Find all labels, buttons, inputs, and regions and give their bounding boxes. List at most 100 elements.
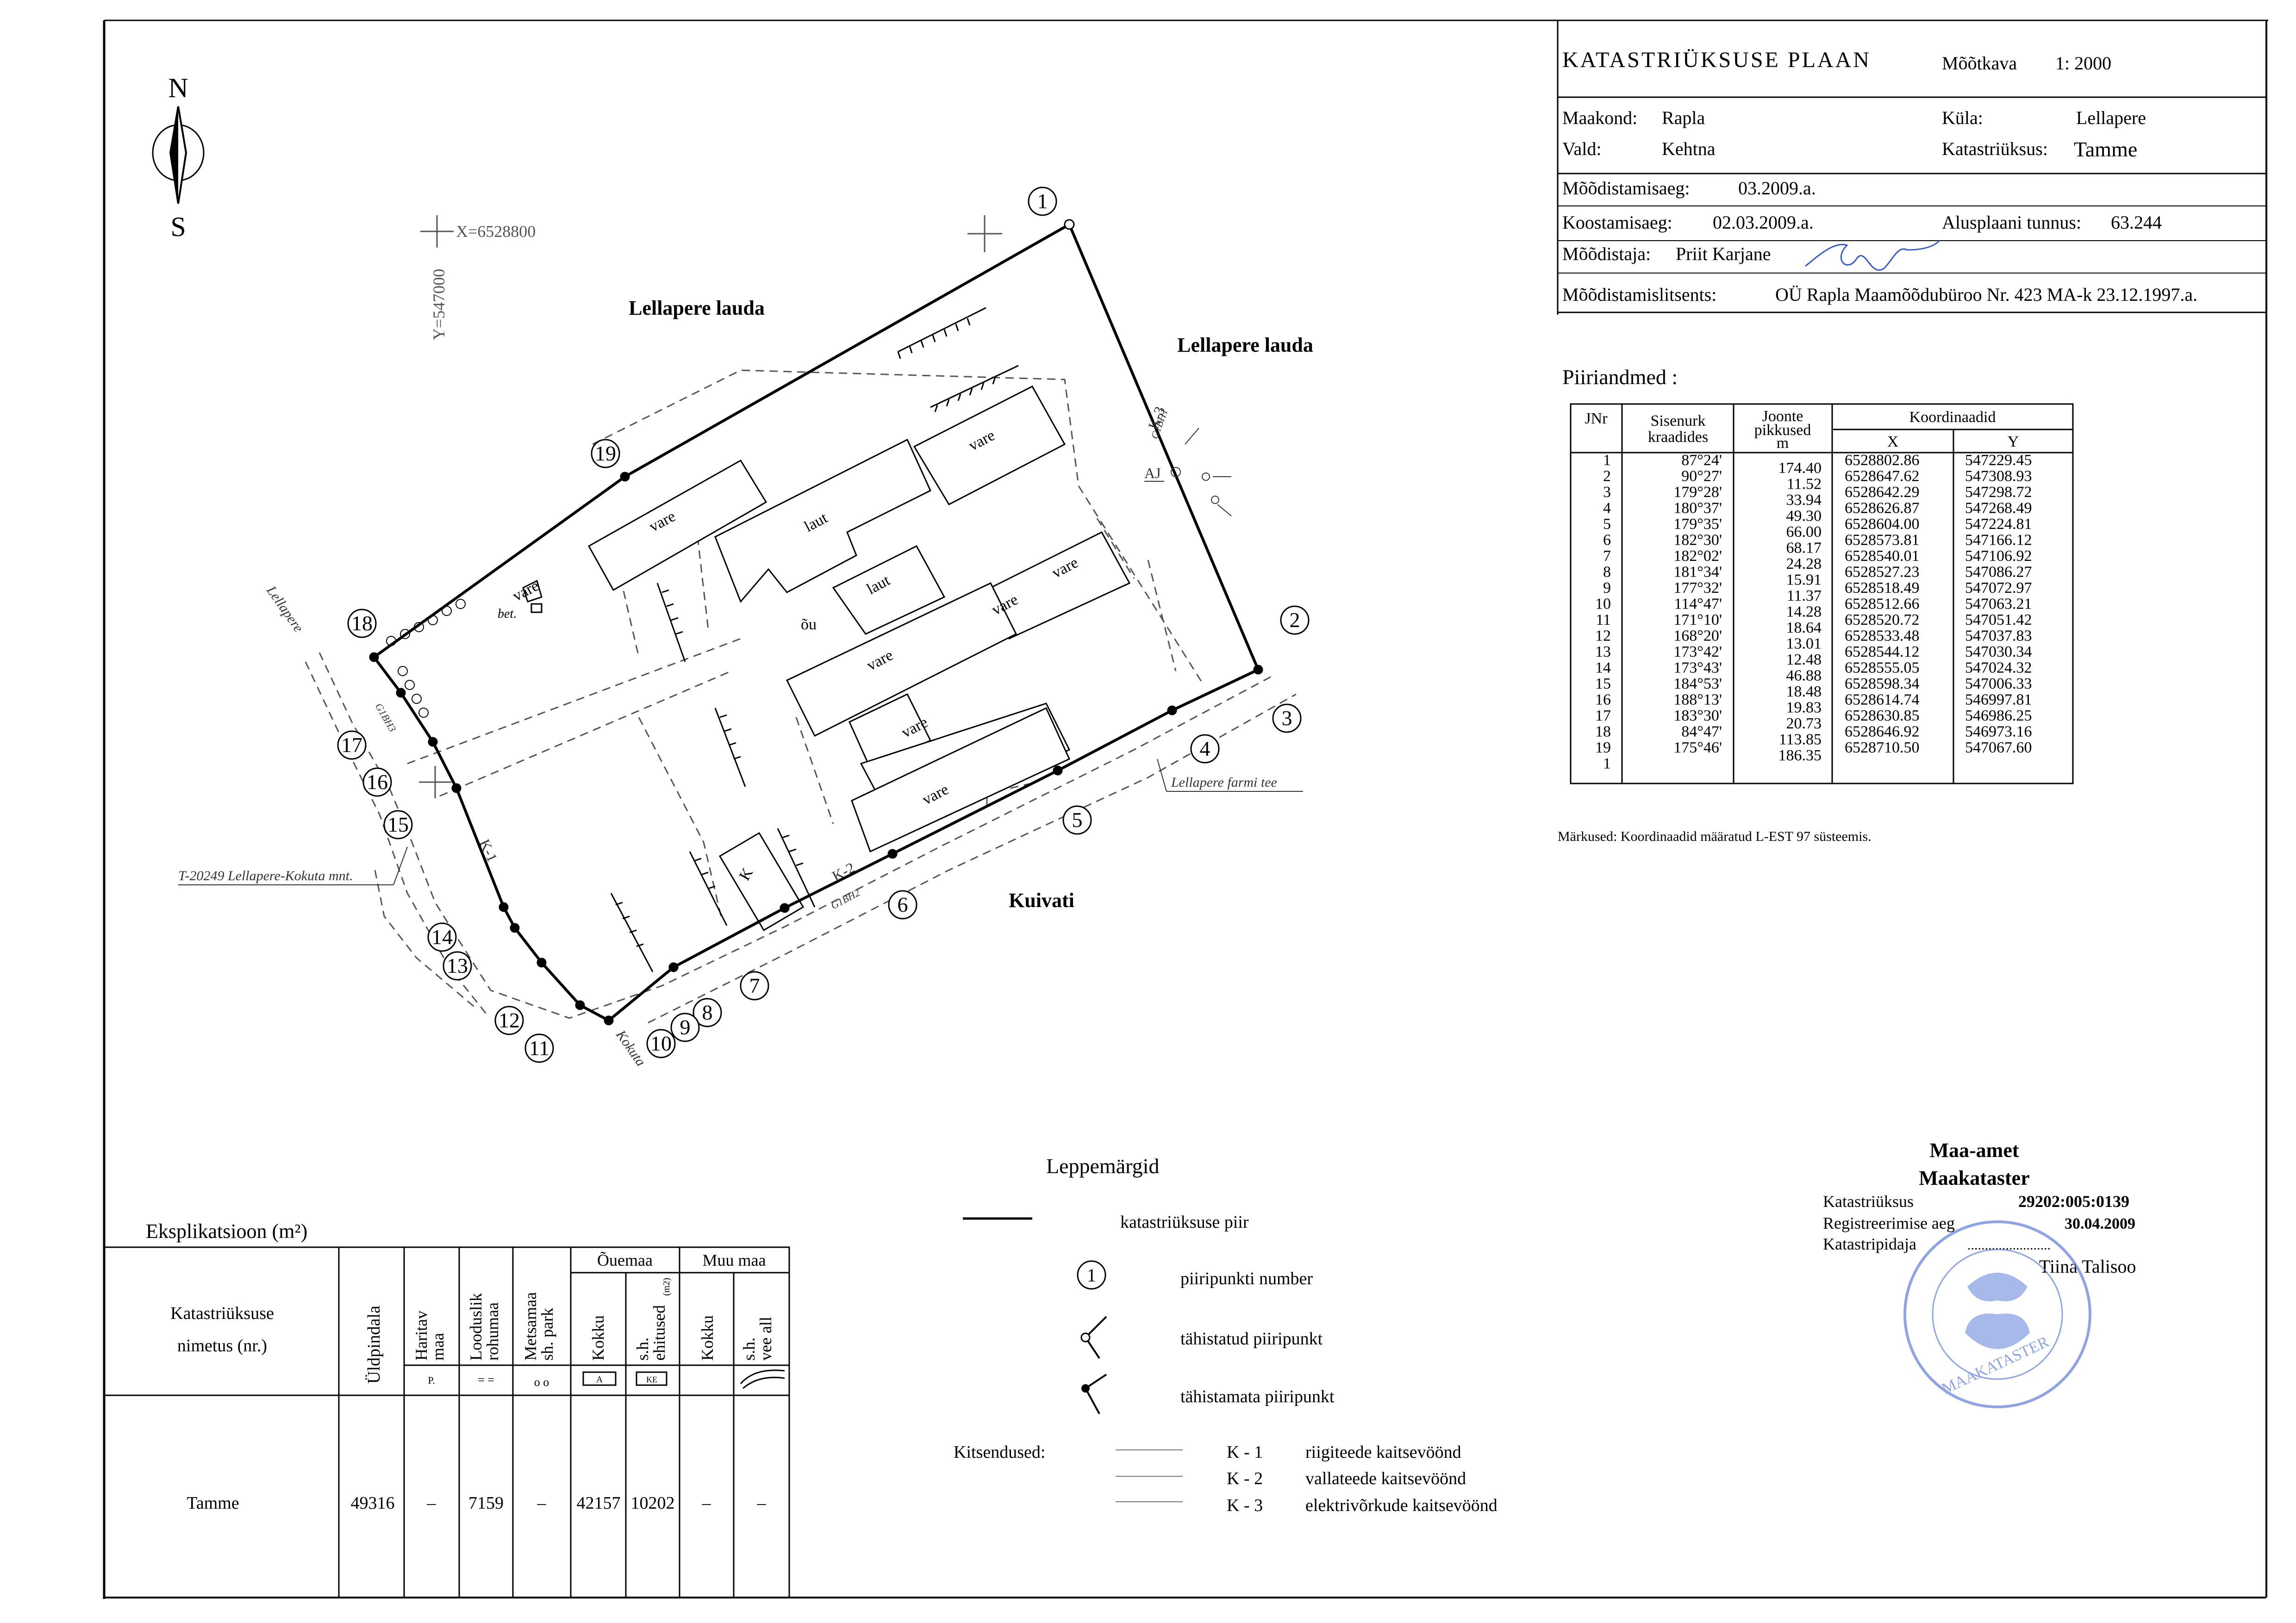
title-block: KATASTRIÜKSUSE PLAAN Mõõtkava 1: 2000 Ma… <box>1558 48 2266 313</box>
svg-text:17: 17 <box>341 733 362 757</box>
coord-row-y: 547298.72 <box>1965 484 2032 501</box>
point-number-2: 2 <box>1280 605 1310 635</box>
coord-row-x: 6528630.85 <box>1845 707 1920 724</box>
coord-row-x: 6528527.23 <box>1845 564 1920 581</box>
coord-row-y: 547308.93 <box>1965 468 2032 485</box>
scale-value: 1: 2000 <box>2055 53 2111 74</box>
coord-row-angle: 181°34' <box>1673 564 1722 581</box>
row-metsamaa: – <box>537 1493 547 1513</box>
boundary-point <box>575 1000 585 1010</box>
point-number-13: 13 <box>443 951 472 981</box>
restriction-text-1: riigiteede kaitsevöönd <box>1305 1443 1461 1462</box>
svg-text:15: 15 <box>387 813 409 836</box>
maakond-label: Maakond: <box>1562 107 1637 128</box>
coord-row-y: 547072.97 <box>1965 579 2032 597</box>
parcel-boundary <box>372 223 1260 1022</box>
coord-row-nr: 7 <box>1603 547 1611 565</box>
col-length-3: m <box>1777 435 1789 452</box>
restriction-code-3: K - 3 <box>1227 1496 1263 1515</box>
point-number-1: 1 <box>1028 187 1057 216</box>
sym-haritav: P. <box>428 1374 435 1386</box>
grid-x-label: X=6528800 <box>456 222 536 241</box>
zone-label-k1: K-1 <box>476 837 501 864</box>
group-muu-maa: Muu maa <box>703 1251 766 1269</box>
coord-row-y: 547268.49 <box>1965 500 2032 517</box>
coord-row-x: 6528518.49 <box>1845 579 1920 597</box>
row-muu-vee: – <box>757 1493 767 1513</box>
coord-row-nr: 13 <box>1595 643 1611 660</box>
svg-text:19: 19 <box>595 442 616 465</box>
sym-ehitused-box <box>636 1371 668 1386</box>
group-ouemaa: Õuemaa <box>597 1251 653 1269</box>
point-number-11: 11 <box>524 1033 554 1063</box>
stamp-org: Maa-amet <box>1929 1139 2019 1162</box>
coord-row-angle: 179°28' <box>1673 484 1722 501</box>
coord-row-nr: 3 <box>1603 484 1611 501</box>
coord-row-angle: 114°47' <box>1674 596 1722 613</box>
building-vare-4 <box>786 582 1017 737</box>
cadastral-map: N S X=6528800 Y=547000 <box>152 73 1313 1069</box>
legend-heading: Leppemärgid <box>1046 1154 1159 1178</box>
coord-row-angle: 184°53' <box>1673 675 1722 692</box>
svg-text:13: 13 <box>447 954 468 977</box>
coord-row-y: 547030.34 <box>1965 643 2032 660</box>
col-looduslik-2: rohumaa <box>483 1302 502 1361</box>
zone-label-k2: K-2 <box>829 859 857 884</box>
col-metsamaa-2: sh. park <box>538 1308 556 1361</box>
coord-row-x: 6528533.48 <box>1845 628 1920 645</box>
col-muu-vee: vee all <box>756 1317 775 1361</box>
boundary-point-markers <box>369 219 1263 1026</box>
coord-row-angle: 175°46' <box>1673 739 1722 756</box>
point-number-12: 12 <box>494 1006 524 1035</box>
stamp-reg-label: Registreerimise aeg <box>1823 1214 1955 1232</box>
vald-value: Kehtna <box>1662 138 1716 159</box>
point-number-symbol-text: 1 <box>1087 1265 1096 1286</box>
label-bet: bet. <box>498 607 517 621</box>
coord-row-angle: 177°32' <box>1673 579 1722 597</box>
col-haritav: Haritav <box>412 1311 430 1361</box>
sym-metsamaa: o o <box>534 1375 549 1389</box>
legend-item-unmarked: tähistamata piiripunkt <box>1180 1387 1335 1406</box>
coord-row-y: 547037.83 <box>1965 628 2032 645</box>
col-y: Y <box>2008 433 2019 450</box>
boundary-point <box>620 472 630 482</box>
coord-row-x: 6528604.00 <box>1845 516 1920 533</box>
col-angle-2: kraadides <box>1648 429 1708 446</box>
vald-label: Vald: <box>1562 138 1601 159</box>
legend-item-number: piiripunkti number <box>1180 1269 1313 1288</box>
coord-row-length: 15.91 <box>1786 572 1822 589</box>
explication-table: Eksplikatsioon (m²) Katastriüksuse nimet… <box>103 1220 790 1598</box>
coord-row-y: 547166.12 <box>1965 532 2032 549</box>
road-label-kokuta: Kokuta <box>613 1027 649 1069</box>
building-vare-small <box>522 579 543 603</box>
structure-hatches <box>610 307 1019 972</box>
grid-y-label: Y=547000 <box>430 269 448 340</box>
coord-row-y: 547224.81 <box>1965 516 2032 533</box>
coord-row-x: 6528802.86 <box>1845 452 1920 469</box>
coord-row-nr: 19 <box>1595 739 1611 756</box>
coord-row-angle: 90°27' <box>1681 468 1722 485</box>
coord-row-length: 12.48 <box>1786 651 1822 668</box>
neighbor-lellapere-lauda-2: Lellapere lauda <box>1177 334 1313 356</box>
unmarked-point-symbol <box>1084 1374 1107 1414</box>
coord-row-nr: 1 <box>1603 452 1611 469</box>
kyla-label: Küla: <box>1942 107 1983 128</box>
coord-row-x: 6528555.05 <box>1845 659 1920 677</box>
col-length: Joonte <box>1762 408 1803 425</box>
col-nr: JNr <box>1585 410 1608 427</box>
coord-row-y: 547067.60 <box>1965 739 2032 756</box>
svg-text:16: 16 <box>367 770 388 794</box>
label-ou: õu <box>801 616 817 633</box>
coord-row-x: 6528598.34 <box>1845 675 1920 692</box>
boundary-point <box>1167 705 1177 715</box>
col-metsamaa: Metsamaa <box>521 1292 540 1361</box>
explication-heading: Eksplikatsioon (m²) <box>146 1220 307 1243</box>
maa-amet-stamp: Maa-amet Maakataster Katastriüksus 29202… <box>1823 1139 2136 1408</box>
alusplaan-value: 63.244 <box>2111 212 2162 233</box>
building-laut-1 <box>714 438 931 603</box>
coord-row-y: 547086.27 <box>1965 564 2032 581</box>
coord-row-length: 186.35 <box>1778 747 1822 764</box>
coord-row-x: 6528544.12 <box>1845 643 1920 660</box>
